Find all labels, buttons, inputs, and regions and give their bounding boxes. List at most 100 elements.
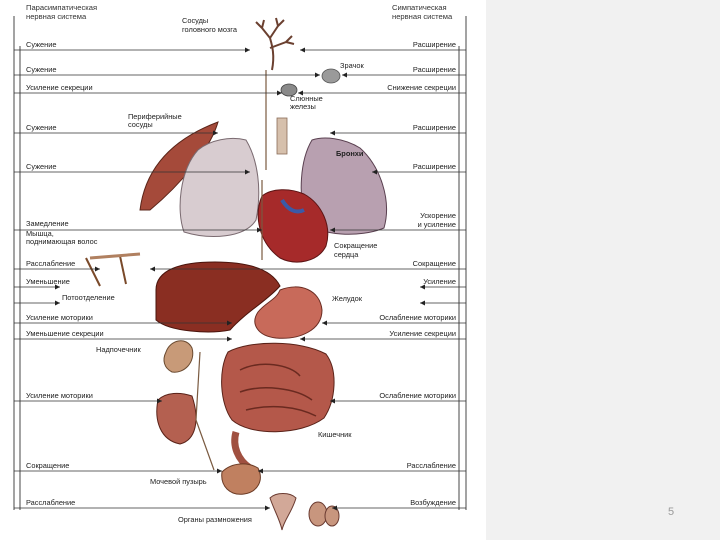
- arrowhead: [315, 72, 320, 78]
- arrowhead: [322, 320, 327, 326]
- pupil-label: Зрачок: [340, 61, 364, 70]
- left-effect-label: Усиление моторики: [26, 391, 93, 400]
- left-effect-label: Сужение: [26, 123, 57, 132]
- left-connector-lines: [14, 49, 320, 509]
- left-effect-label: Уменьшение: [26, 277, 70, 286]
- arrowhead: [300, 336, 305, 342]
- right-effect-label: Ускорение: [420, 211, 456, 220]
- arrowhead: [257, 227, 262, 233]
- brain-vessels-label-line2: головного мозга: [182, 25, 238, 34]
- heart-vessel-icon: [280, 198, 305, 214]
- right-effect-label: Расширение: [413, 162, 456, 171]
- peripheral-vessels-label-line2: сосуды: [128, 120, 153, 129]
- arrowhead: [227, 320, 232, 326]
- right-bracket-lines: [458, 16, 467, 510]
- left-effect-label: Замедление: [26, 219, 69, 228]
- peripheral-vessel-icon: [139, 121, 219, 211]
- autonomic-nervous-system-diagram: Парасимпатическая нервная система Симпат…: [13, 3, 467, 531]
- bronchi-label: Бронхи: [336, 149, 364, 158]
- left-effect-label: Сужение: [26, 65, 57, 74]
- bladder-label: Мочевой пузырь: [150, 477, 207, 486]
- right-connector-lines: [150, 49, 466, 509]
- left-effect-label: Уменьшение секреции: [26, 329, 104, 338]
- left-effect-label: Потоотделение: [62, 293, 115, 302]
- left-bracket-lines: [13, 16, 21, 510]
- arrowhead: [420, 300, 425, 306]
- nerve-trunk: [261, 70, 267, 260]
- hair-muscle-label-line1: Мышца,: [26, 229, 54, 238]
- salivary-gland-icon: [280, 83, 298, 97]
- arrowhead: [227, 336, 232, 342]
- salivary-label-line2: железы: [290, 102, 316, 111]
- right-effect-label: Расширение: [413, 40, 456, 49]
- left-effect-label: Усиление моторики: [26, 313, 93, 322]
- trachea-icon: [276, 117, 288, 155]
- organ-illustrations: [85, 17, 387, 531]
- arrowhead: [150, 266, 155, 272]
- arrowhead: [265, 505, 270, 511]
- left-effect-label: Сужение: [26, 162, 57, 171]
- arrowhead: [330, 227, 335, 233]
- left-effect-label: Сокращение: [26, 461, 69, 470]
- left-lung-icon: [179, 137, 260, 237]
- arrowhead: [277, 90, 282, 96]
- arrowhead: [95, 266, 100, 272]
- right-effect-labels: Расширение Расширение Снижение секреции …: [379, 40, 456, 507]
- intestine-label: Кишечник: [318, 430, 352, 439]
- pelvic-nerve: [195, 351, 215, 471]
- intestine-icon: [156, 342, 335, 471]
- hair-muscle-label-line2: поднимающая волос: [26, 237, 98, 246]
- arrowhead: [342, 72, 347, 78]
- right-effect-label: Сокращение: [413, 259, 456, 268]
- peripheral-vessels-label-line1: Периферийные: [128, 112, 182, 121]
- hair-muscle-icon: [85, 252, 141, 287]
- right-effect-label: Ослабление моторики: [379, 391, 456, 400]
- arrowhead: [330, 398, 335, 404]
- arrowhead: [298, 90, 303, 96]
- arrowhead: [300, 47, 305, 53]
- salivary-label-line1: Слюнные: [290, 94, 323, 103]
- left-effect-label: Усиление секреции: [26, 83, 93, 92]
- right-effect-label: Расслабление: [407, 461, 456, 470]
- sympathetic-title-line2: нервная система: [392, 12, 453, 21]
- arrowhead: [420, 284, 425, 290]
- left-effect-label: Расслабление: [26, 498, 75, 507]
- arrowhead: [332, 505, 337, 511]
- parasympathetic-title-line2: нервная система: [26, 12, 87, 21]
- sympathetic-title-line1: Симпатическая: [392, 3, 447, 12]
- right-effect-label: Усиление секреции: [389, 329, 456, 338]
- arrowhead: [245, 169, 250, 175]
- reproductive-organs-label: Органы размножения: [178, 515, 252, 524]
- arrowhead: [217, 468, 222, 474]
- arrowhead: [372, 169, 377, 175]
- bladder-icon: [221, 463, 261, 495]
- brain-vessels-icon: [255, 17, 295, 71]
- left-effect-label: Расслабление: [26, 259, 75, 268]
- parasympathetic-title-line1: Парасимпатическая: [26, 3, 97, 12]
- arrowhead: [157, 398, 162, 404]
- heart-contraction-label-line1: Сокращение: [334, 241, 377, 250]
- stomach-icon: [254, 286, 323, 339]
- arrowhead: [258, 468, 263, 474]
- arrowheads: [55, 47, 425, 511]
- heart-icon: [257, 189, 329, 263]
- right-effect-label: Ослабление моторики: [379, 313, 456, 322]
- adrenal-label: Надпочечник: [96, 345, 141, 354]
- left-effect-label: Сужение: [26, 40, 57, 49]
- reproductive-organs-icon: [269, 493, 340, 531]
- arrowhead: [330, 130, 335, 136]
- brain-vessels-label-line1: Сосуды: [182, 16, 208, 25]
- right-effect-label: Усиление: [423, 277, 456, 286]
- right-effect-label: Расширение: [413, 65, 456, 74]
- heart-contraction-label-line2: сердца: [334, 250, 359, 259]
- liver-icon: [155, 261, 281, 333]
- left-effect-labels: Сужение Сужение Усиление секреции Сужени…: [26, 40, 115, 507]
- stomach-label: Желудок: [332, 294, 363, 303]
- eye-icon: [321, 68, 341, 84]
- right-effect-label: Снижение секреции: [387, 83, 456, 92]
- right-effect-label: Возбуждение: [410, 498, 456, 507]
- arrowhead: [55, 284, 60, 290]
- right-effect-label: и усиление: [418, 220, 456, 229]
- arrowhead: [245, 47, 250, 53]
